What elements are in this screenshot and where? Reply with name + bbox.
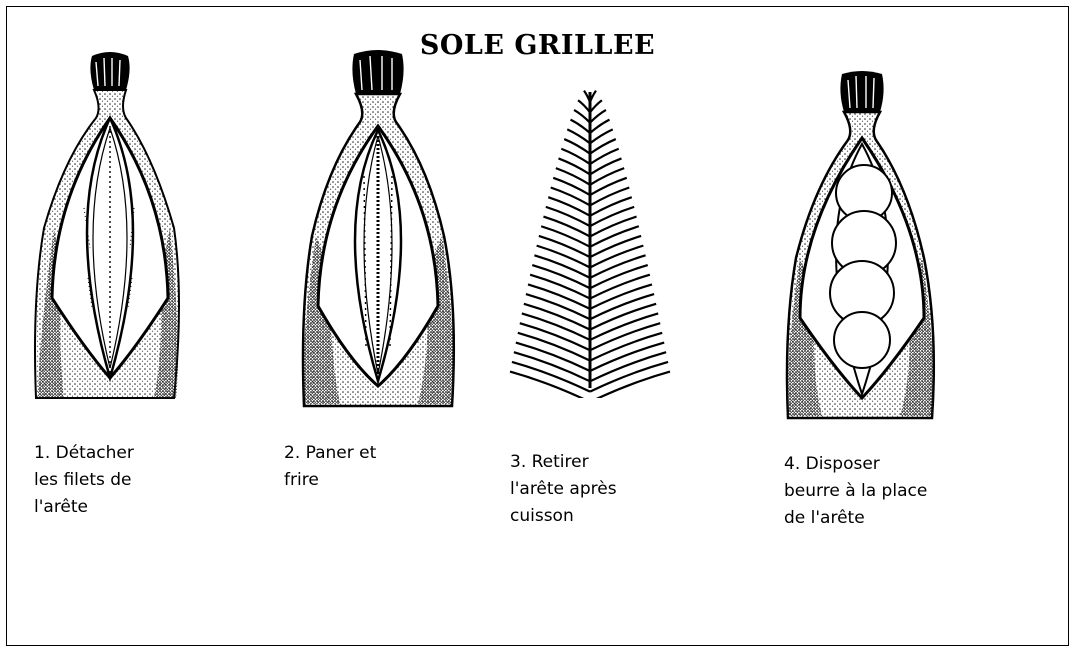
bone-rib	[578, 100, 590, 112]
bone-rib	[590, 197, 632, 216]
bone-rib	[590, 236, 641, 257]
fish-fillets-icon	[24, 48, 194, 408]
step-caption-4: 4. Disposer beurre à la place de l'arête	[784, 451, 927, 532]
bone-rib	[590, 207, 634, 226]
bone-rib	[546, 207, 590, 226]
bone-rib	[548, 197, 590, 216]
bone-rib	[539, 236, 590, 257]
bone-rib	[551, 187, 590, 205]
breaded-fish-icon	[292, 46, 467, 411]
fish-bone-icon	[505, 88, 675, 398]
bone-rib	[543, 217, 590, 237]
bone-rib	[590, 110, 606, 123]
step-caption-1: 1. Détacher les filets de l'arête	[34, 440, 134, 521]
fish-with-butter-icon	[774, 68, 949, 423]
bone-rib	[571, 120, 590, 133]
bone-rib	[590, 246, 643, 268]
bone-rib	[590, 187, 629, 205]
step-caption-2: 2. Paner et frire	[284, 440, 376, 494]
bone-rib	[590, 217, 637, 237]
bone-rib	[537, 246, 590, 268]
bone-rib	[590, 100, 602, 112]
bone-rib	[541, 226, 590, 247]
bone-rib	[574, 110, 590, 123]
bone-rib	[590, 120, 609, 133]
step-caption-3: 3. Retirer l'arête après cuisson	[510, 449, 617, 530]
bone-rib	[590, 226, 639, 247]
